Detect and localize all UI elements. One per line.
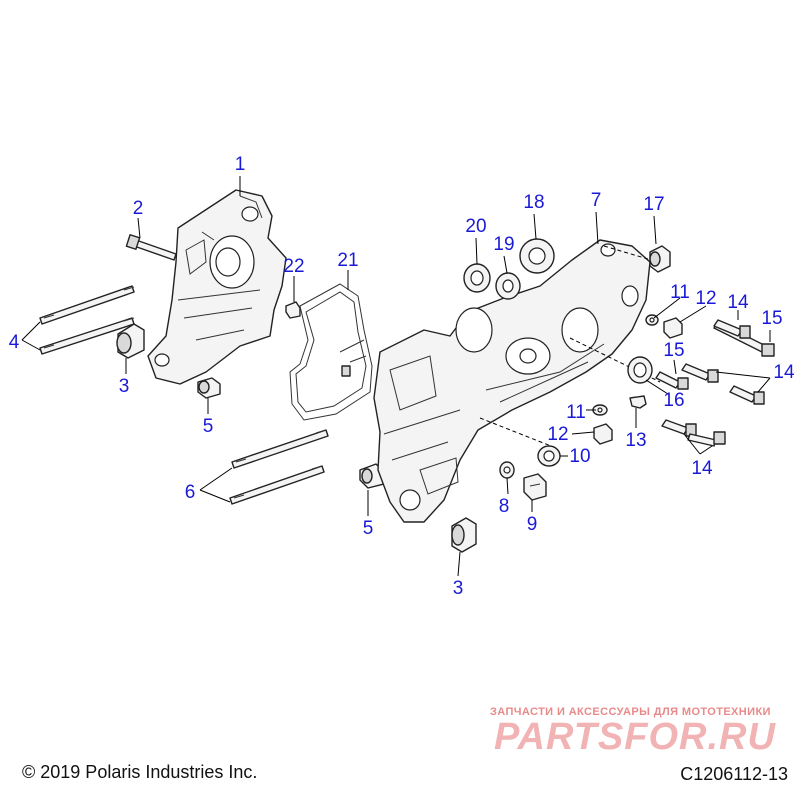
callout-6: 6 — [185, 482, 196, 503]
callout-13: 13 — [625, 430, 646, 451]
callout-labels: 1 2 22 21 4 3 5 6 5 3 20 19 18 7 17 11 1… — [9, 154, 795, 599]
seal-part-16 — [627, 356, 653, 384]
bushing-part-3-lower — [451, 517, 477, 553]
callout-14-bottom: 14 — [691, 458, 713, 479]
alignment-lines — [479, 245, 661, 449]
copyright-text: © 2019 Polaris Industries Inc. — [22, 762, 258, 782]
callout-1: 1 — [235, 154, 246, 175]
bushing-part-17 — [649, 245, 671, 273]
callout-12-upper: 12 — [695, 288, 716, 309]
callout-18: 18 — [523, 192, 544, 213]
watermark-tagline: ЗАПЧАСТИ И АКСЕССУАРЫ ДЛЯ МОТОТЕХНИКИ — [490, 706, 771, 718]
watermark-logo: PARTSFOR.RU — [494, 716, 776, 758]
washer-part-11-lower — [592, 404, 608, 416]
callout-3-lower: 3 — [453, 578, 464, 599]
dowel-part-5-upper — [197, 377, 221, 399]
drawing-number: C1206112-13 — [680, 764, 788, 784]
left-crankcase-half — [147, 189, 287, 385]
callout-16: 16 — [663, 390, 684, 411]
callout-15-right: 15 — [761, 308, 782, 329]
callout-5-lower: 5 — [363, 518, 374, 539]
studs-part-6 — [229, 429, 329, 505]
seal-part-10 — [537, 445, 561, 467]
washer-part-8 — [499, 461, 515, 479]
sensor-part-13 — [629, 395, 647, 409]
bolts-part-14 — [661, 319, 765, 447]
bushing-part-3-upper — [116, 323, 145, 359]
drain-plug-part-9 — [523, 473, 547, 501]
callout-4: 4 — [9, 332, 20, 353]
callout-7: 7 — [591, 190, 602, 211]
callout-20: 20 — [465, 216, 486, 237]
callout-11-upper: 11 — [670, 282, 690, 303]
callout-11-lower: 11 — [566, 402, 586, 423]
callout-22: 22 — [283, 256, 304, 277]
bolt-part-2 — [125, 234, 177, 261]
gasket-part-21 — [289, 283, 373, 421]
callout-19: 19 — [493, 234, 514, 255]
callout-14-right: 14 — [773, 362, 795, 383]
callout-14-top: 14 — [727, 292, 749, 313]
plug-part-12-upper — [663, 317, 683, 339]
callout-2: 2 — [133, 198, 144, 219]
callout-12-lower: 12 — [547, 424, 568, 445]
callout-21: 21 — [337, 250, 358, 271]
bearing-part-18 — [519, 238, 555, 274]
callout-5-upper: 5 — [203, 416, 214, 437]
bearing-part-19 — [495, 272, 521, 300]
studs-part-4 — [39, 285, 135, 355]
bearing-part-20 — [463, 263, 491, 293]
dowel-part-22 — [285, 301, 301, 319]
callout-10: 10 — [569, 446, 590, 467]
callout-9: 9 — [527, 514, 538, 535]
callout-17: 17 — [643, 194, 664, 215]
callout-15-left: 15 — [663, 340, 684, 361]
callout-3-upper: 3 — [119, 376, 130, 397]
plug-part-12-lower — [593, 423, 613, 445]
leader-lines — [21, 176, 771, 577]
callout-8: 8 — [499, 496, 510, 517]
